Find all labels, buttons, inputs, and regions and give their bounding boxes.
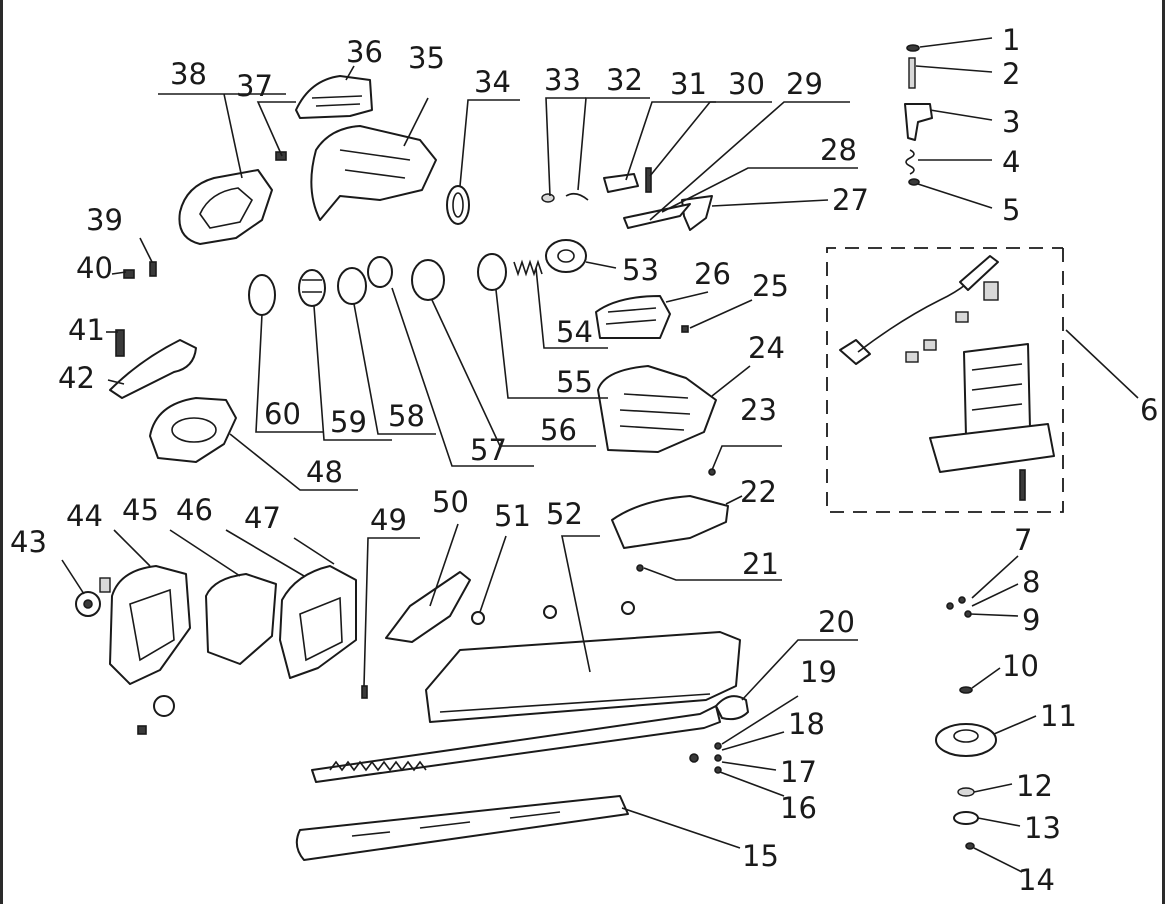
part-label-14: 14	[1018, 863, 1055, 897]
part-label-39: 39	[86, 203, 123, 237]
part-label-41: 41	[68, 313, 105, 347]
part-label-5: 5	[1002, 193, 1020, 227]
part-label-4: 4	[1002, 145, 1020, 179]
part-label-22: 22	[740, 475, 777, 509]
part-label-51: 51	[494, 499, 531, 533]
part-numbers: 1 2 3 4 5 6 7 8 9 10 11 12 13 14 15 16 1…	[10, 23, 1158, 897]
leader-lines	[61, 37, 1037, 873]
part-label-11: 11	[1040, 699, 1077, 733]
part-label-3: 3	[1002, 105, 1020, 139]
part-label-9: 9	[1022, 603, 1040, 637]
part-label-31: 31	[670, 67, 707, 101]
part-label-44: 44	[66, 499, 103, 533]
part-shapes	[75, 44, 1055, 861]
part-label-49: 49	[370, 503, 407, 537]
part-label-6: 6	[1140, 393, 1158, 427]
part-label-8: 8	[1022, 565, 1040, 599]
part-label-26: 26	[694, 257, 731, 291]
part-label-17: 17	[780, 755, 817, 789]
part-label-2: 2	[1002, 57, 1020, 91]
part-label-18: 18	[788, 707, 825, 741]
part-label-7: 7	[1014, 523, 1032, 557]
part-label-47: 47	[244, 501, 281, 535]
part-label-40: 40	[76, 251, 113, 285]
part-label-48: 48	[306, 455, 343, 489]
part-label-16: 16	[780, 791, 817, 825]
motor-assembly-box	[826, 247, 1139, 513]
part-label-23: 23	[740, 393, 777, 427]
part-label-50: 50	[432, 485, 469, 519]
part-label-30: 30	[728, 67, 765, 101]
part-label-59: 59	[330, 405, 367, 439]
part-label-1: 1	[1002, 23, 1020, 57]
part-label-37: 37	[236, 69, 273, 103]
part-label-42: 42	[58, 361, 95, 395]
part-label-15: 15	[742, 839, 779, 873]
part-label-53: 53	[622, 253, 659, 287]
part-label-58: 58	[388, 399, 425, 433]
part-label-54: 54	[556, 315, 593, 349]
part-label-33: 33	[544, 63, 581, 97]
part-label-38: 38	[170, 57, 207, 91]
part-label-29: 29	[786, 67, 823, 101]
part-label-46: 46	[176, 493, 213, 527]
part-label-24: 24	[748, 331, 785, 365]
part-label-60: 60	[264, 397, 301, 431]
part-label-13: 13	[1024, 811, 1061, 845]
part-label-36: 36	[346, 35, 383, 69]
part-label-21: 21	[742, 547, 779, 581]
part-label-57: 57	[470, 433, 507, 467]
part-label-20: 20	[818, 605, 855, 639]
part-label-43: 43	[10, 525, 47, 559]
part-label-28: 28	[820, 133, 857, 167]
part-label-12: 12	[1016, 769, 1053, 803]
part-label-56: 56	[540, 413, 577, 447]
part-label-32: 32	[606, 63, 643, 97]
part-label-27: 27	[832, 183, 869, 217]
part-label-35: 35	[408, 41, 445, 75]
part-label-55: 55	[556, 365, 593, 399]
part-label-45: 45	[122, 493, 159, 527]
part-label-52: 52	[546, 497, 583, 531]
part-label-25: 25	[752, 269, 789, 303]
part-label-34: 34	[474, 65, 511, 99]
part-label-19: 19	[800, 655, 837, 689]
part-label-10: 10	[1002, 649, 1039, 683]
